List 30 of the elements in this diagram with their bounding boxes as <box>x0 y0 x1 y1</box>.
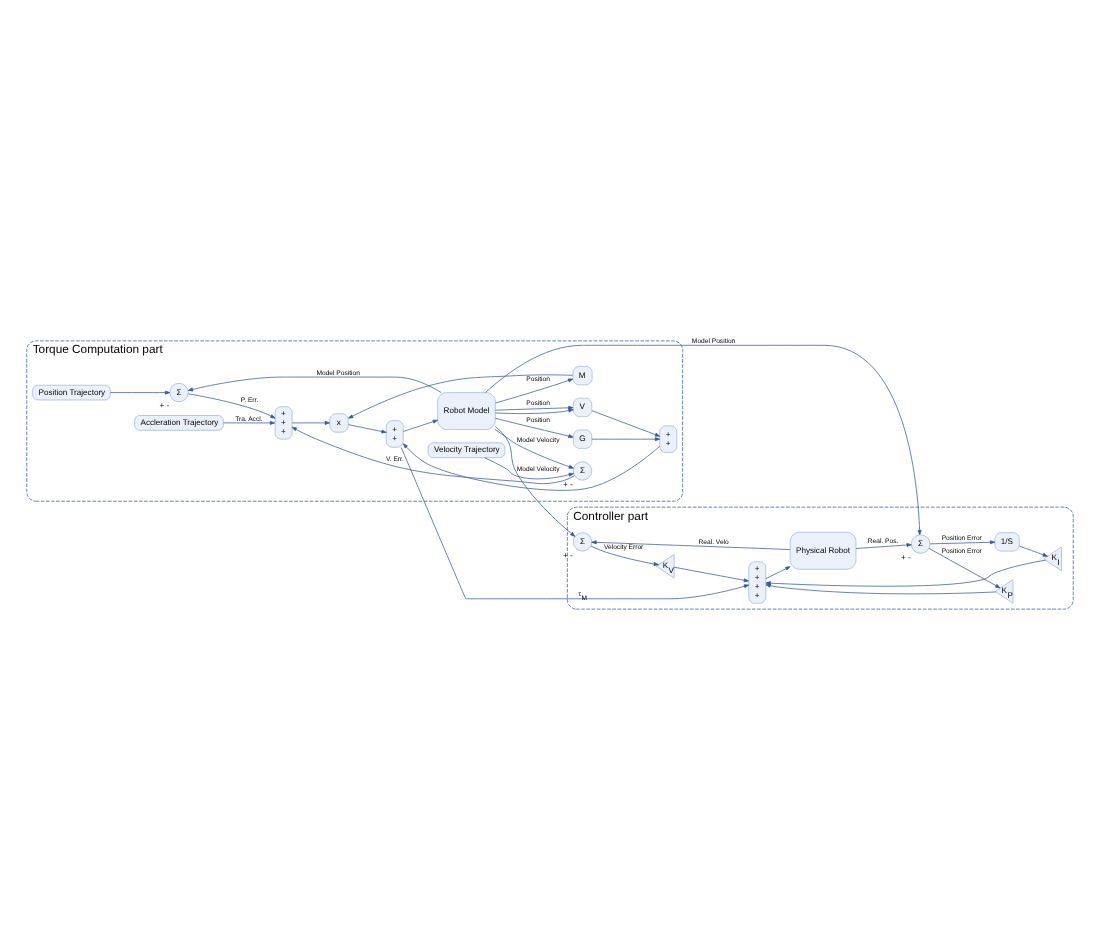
arrow <box>590 544 659 565</box>
arrow <box>673 565 749 582</box>
arrow <box>348 423 387 433</box>
arrow <box>765 558 1046 586</box>
arrow <box>929 539 996 544</box>
arrow <box>495 377 574 403</box>
arrow <box>485 343 922 535</box>
arrow <box>928 546 1001 588</box>
arrow <box>494 428 574 468</box>
arrow <box>591 539 791 549</box>
arrow <box>591 409 661 436</box>
arrow <box>765 582 997 594</box>
arrow <box>187 375 442 392</box>
arrow <box>765 565 791 578</box>
arrow <box>291 425 575 484</box>
arrow <box>291 420 330 424</box>
arrow <box>484 456 574 479</box>
arrow <box>855 542 912 548</box>
arrow <box>495 404 574 410</box>
arrow <box>495 407 574 413</box>
arrow <box>402 418 438 431</box>
arrow <box>187 392 276 418</box>
arrow <box>495 425 576 536</box>
arrow <box>1019 544 1048 556</box>
arrow <box>223 420 276 424</box>
arrow <box>110 389 171 394</box>
arrow <box>400 446 750 599</box>
arrow <box>348 373 574 418</box>
arrow <box>495 416 574 437</box>
arrow <box>591 436 661 441</box>
